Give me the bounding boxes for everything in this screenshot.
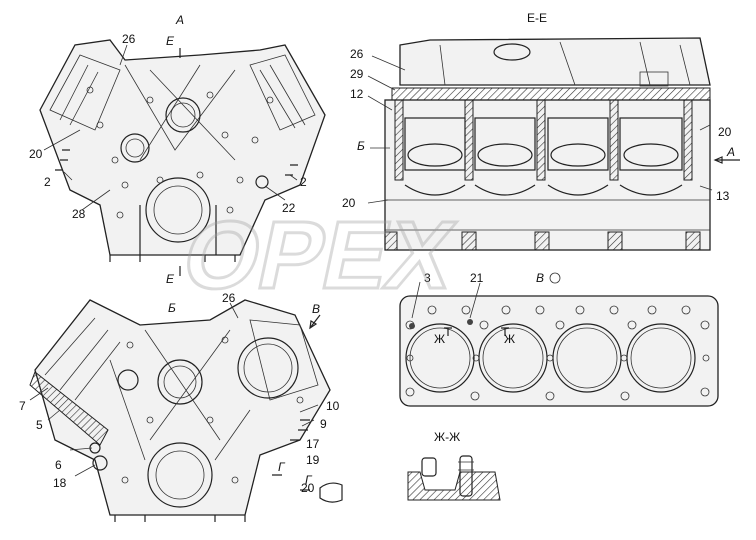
callout-3: 3 <box>424 271 431 285</box>
callout-2: 2 <box>44 175 51 189</box>
callout-20: 20 <box>342 196 356 210</box>
section-mark-g: Г <box>278 460 286 474</box>
view-a-section-bottom: Е <box>166 272 175 286</box>
callout-10: 10 <box>326 399 340 413</box>
callout-a: А <box>726 145 735 159</box>
head-face-title: В <box>536 271 544 285</box>
callout-18: 18 <box>53 476 67 490</box>
callout-19: 19 <box>306 453 320 467</box>
callout-v: В <box>312 302 320 316</box>
section-zz-title: Ж-Ж <box>434 430 460 444</box>
callout-9: 9 <box>320 417 327 431</box>
callout-b: Б <box>357 139 365 153</box>
callout-7: 7 <box>19 399 26 413</box>
callout-5: 5 <box>36 418 43 432</box>
section-mark-zh: Ж <box>504 332 515 346</box>
watermark-logo: OPEX <box>173 199 466 310</box>
callout-21: 21 <box>470 271 484 285</box>
view-a-title: A <box>175 13 184 27</box>
callout-20: 20 <box>301 481 315 495</box>
watermark-text: OPEX <box>174 201 464 309</box>
view-b-title: Б <box>168 301 176 315</box>
callout-28: 28 <box>72 207 86 221</box>
callout-26: 26 <box>350 47 364 61</box>
callout-26: 26 <box>222 291 236 305</box>
callout-6: 6 <box>55 458 62 472</box>
view-a-section-top: Е <box>166 34 175 48</box>
section-mark-zh: Ж <box>434 332 445 346</box>
callout-20: 20 <box>29 147 43 161</box>
callout-20: 20 <box>718 125 732 139</box>
callout-29: 29 <box>350 67 364 81</box>
callout-22: 22 <box>282 201 296 215</box>
section-mark-g: Г <box>305 473 313 487</box>
callout-26: 26 <box>122 32 136 46</box>
head-face-view: В 3 21 Ж Ж <box>399 271 719 407</box>
view-b-front-block: Б 26 В 7 5 6 <box>19 291 343 522</box>
callout-17: 17 <box>306 437 320 451</box>
section-ee-title: Е-Е <box>527 11 547 25</box>
callout-13: 13 <box>716 189 730 203</box>
callout-2: 2 <box>300 175 307 189</box>
callout-12: 12 <box>350 87 364 101</box>
view-a-front-block: A <box>29 13 326 286</box>
section-ee-view: Е-Е <box>342 11 740 251</box>
section-zz-view: Ж-Ж <box>407 430 501 501</box>
